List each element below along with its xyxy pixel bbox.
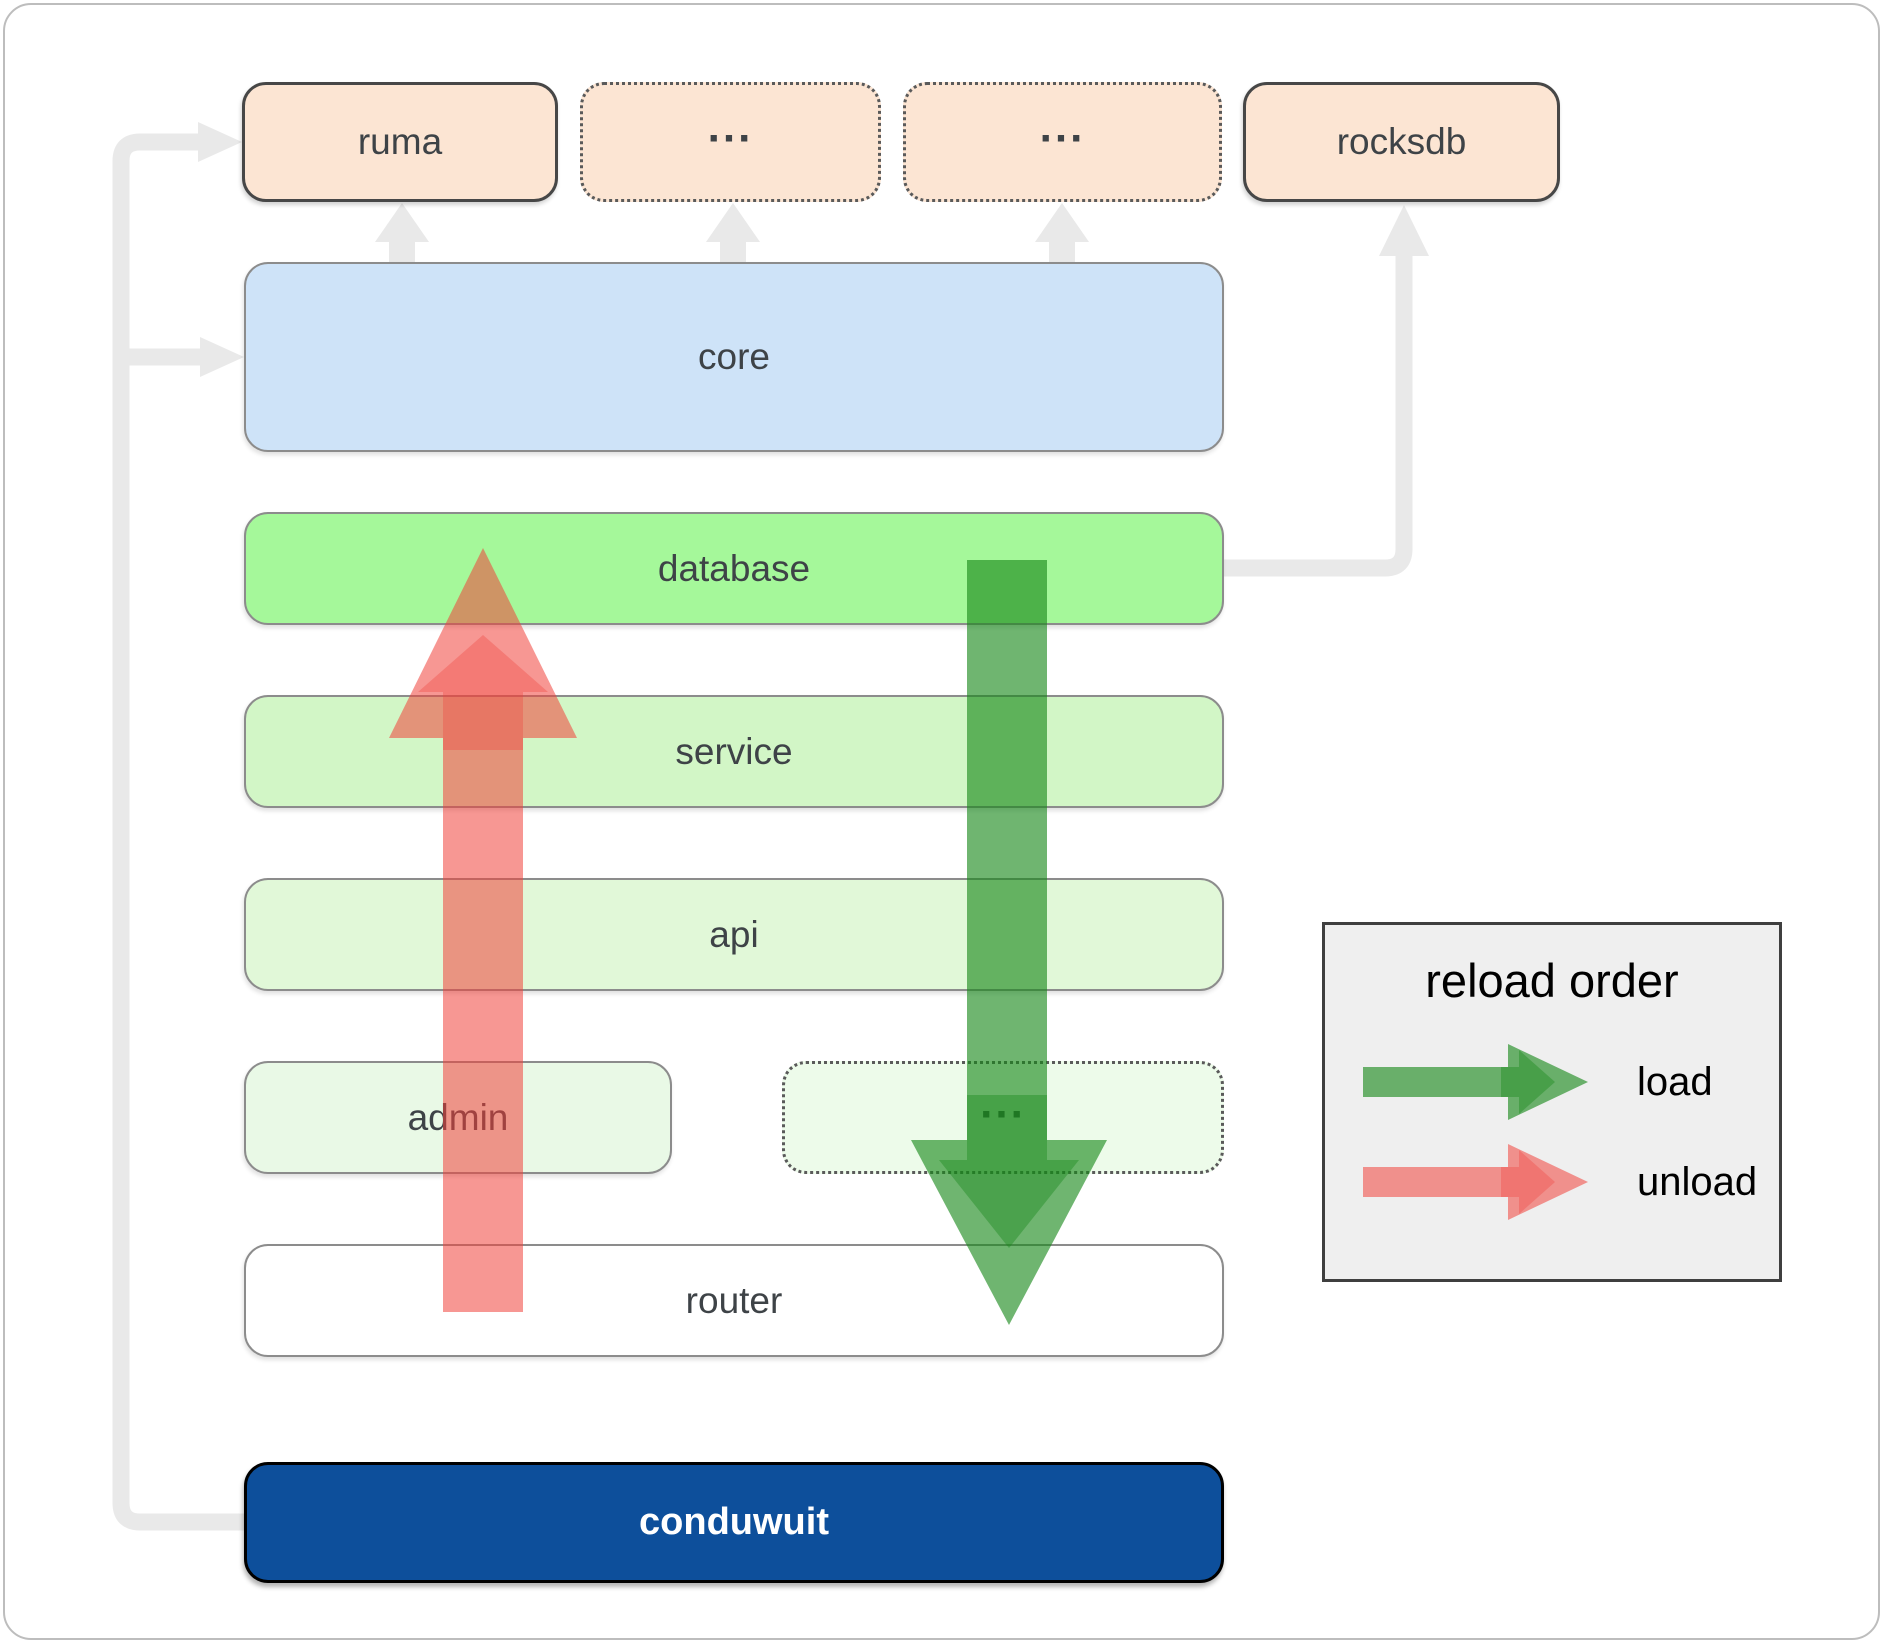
legend-reload-order: reload order load unload xyxy=(1322,922,1782,1282)
node-router: router xyxy=(244,1244,1224,1357)
legend-unload-arrow-large xyxy=(1363,1144,1588,1220)
unload-arrow-icon xyxy=(1363,1144,1588,1220)
node-ruma: ruma xyxy=(242,82,558,202)
connector-arrowhead-core-ruma xyxy=(375,203,429,242)
node-database-label: database xyxy=(657,547,811,589)
legend-load-arrow-small xyxy=(1501,1050,1555,1114)
node-api-label: api xyxy=(709,913,759,955)
node-admin-label: admin xyxy=(407,1096,509,1138)
legend-load-label: load xyxy=(1637,1059,1713,1104)
connector-database-to-rocksdb xyxy=(1224,254,1413,577)
node-rocksdb-label: rocksdb xyxy=(1336,121,1467,162)
legend-load-arrow-large xyxy=(1363,1044,1588,1120)
node-ellipsis-2-label: ... xyxy=(1039,102,1086,152)
node-ellipsis-3: ... xyxy=(782,1061,1224,1174)
connector-arrowhead-core-ellipsis2 xyxy=(1035,203,1089,242)
connector-arrowhead-core-ellipsis1 xyxy=(706,203,760,242)
connector-arrowhead-ruma xyxy=(198,122,242,162)
node-conduwuit: conduwuit xyxy=(244,1462,1224,1583)
node-ellipsis-1: ... xyxy=(580,82,881,202)
node-ellipsis-3-label: ... xyxy=(980,1077,1026,1127)
node-router-label: router xyxy=(685,1279,783,1321)
legend-unload-label: unload xyxy=(1637,1159,1758,1204)
legend-title: reload order xyxy=(1425,954,1679,1007)
node-database: database xyxy=(244,512,1224,625)
node-api: api xyxy=(244,878,1224,991)
connector-conduwuit-to-ruma xyxy=(112,133,244,1531)
legend-row-unload: unload xyxy=(1363,1137,1757,1227)
legend-unload-arrow-small xyxy=(1501,1150,1555,1214)
node-admin: admin xyxy=(244,1061,672,1174)
node-conduwuit-label: conduwuit xyxy=(639,1501,829,1543)
connector-arrowhead-rocksdb xyxy=(1379,205,1429,256)
load-arrow-icon xyxy=(1363,1044,1588,1120)
node-core-label: core xyxy=(698,336,770,377)
node-ruma-label: ruma xyxy=(357,121,443,162)
node-core: core xyxy=(244,262,1224,452)
node-rocksdb: rocksdb xyxy=(1243,82,1560,202)
node-ellipsis-1-label: ... xyxy=(707,102,754,152)
node-ellipsis-2: ... xyxy=(903,82,1222,202)
connector-arrowhead-core xyxy=(200,337,244,377)
node-service-label: service xyxy=(675,730,793,772)
legend-row-load: load xyxy=(1363,1037,1713,1127)
node-service: service xyxy=(244,695,1224,808)
